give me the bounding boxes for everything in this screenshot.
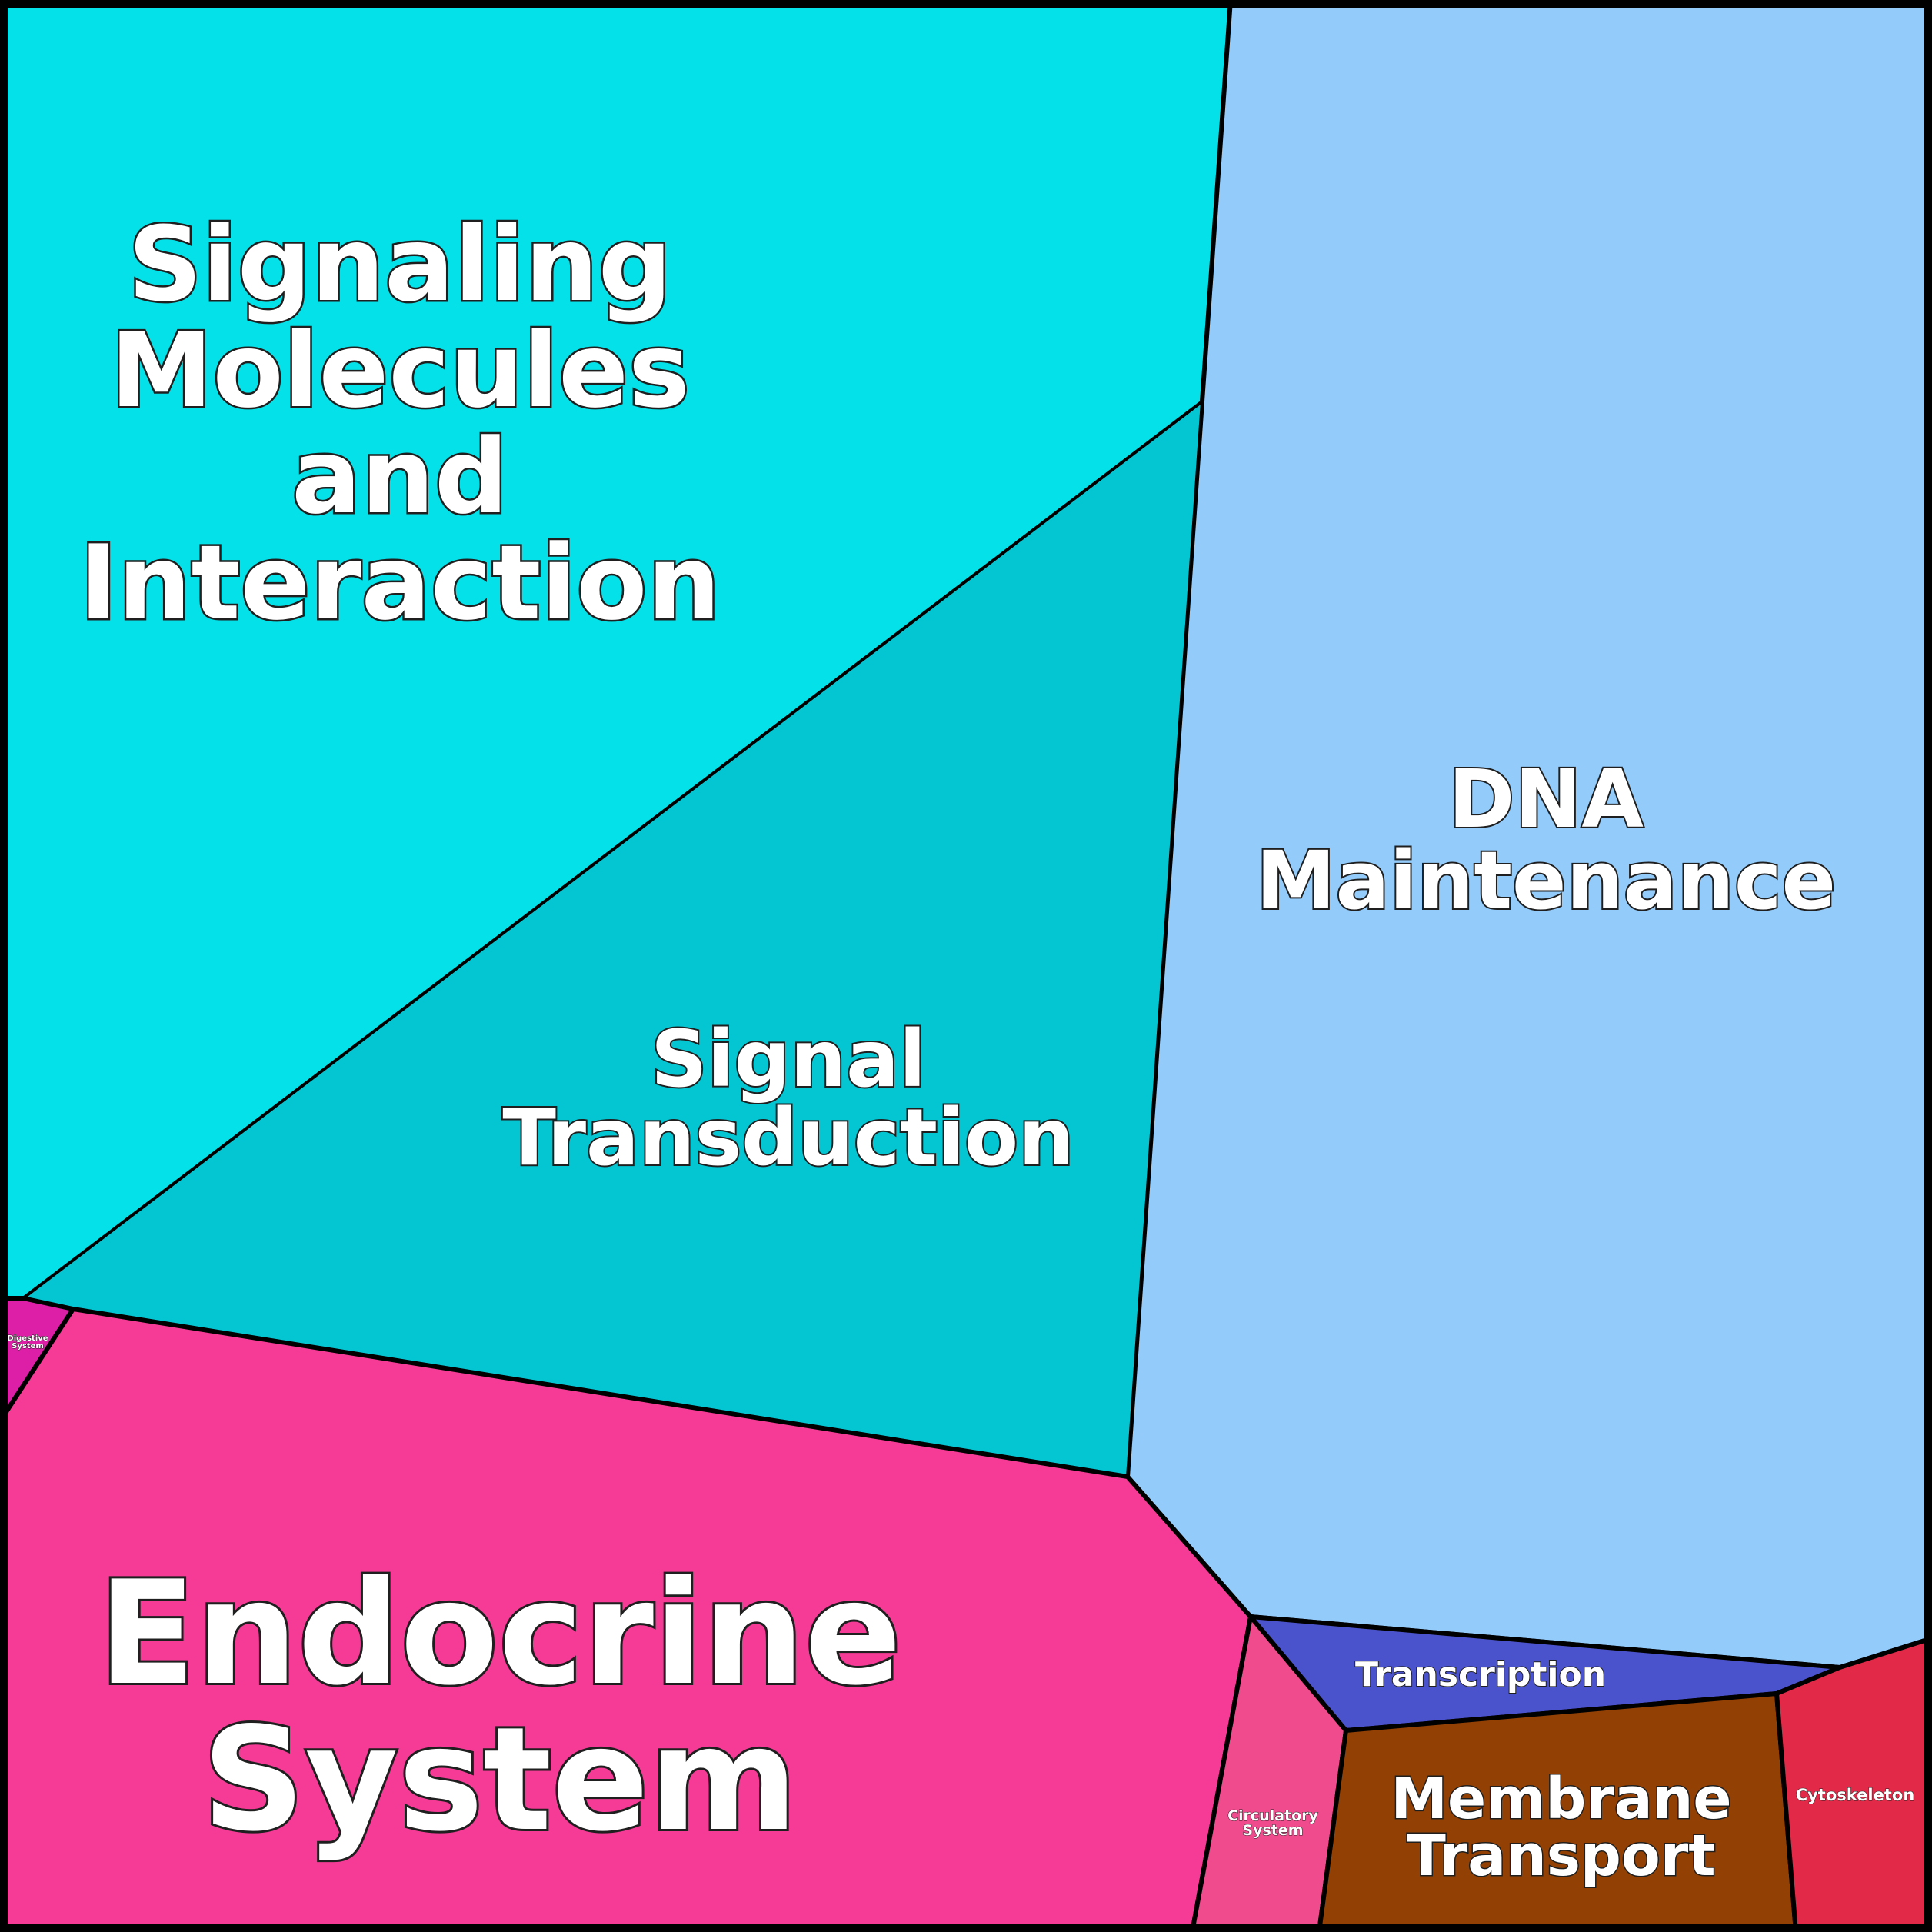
circulatory-system-cell bbox=[1190, 1614, 1348, 1932]
endocrine-system-cell bbox=[0, 1307, 1253, 1932]
label-line: Maintenance bbox=[1256, 834, 1836, 928]
label-line: Transduction bbox=[502, 1092, 1074, 1184]
label-line: Molecules bbox=[110, 311, 690, 431]
label-line: Signaling bbox=[128, 205, 671, 325]
label-line: Signal bbox=[651, 1014, 926, 1105]
digestive-system-cell bbox=[0, 1296, 75, 1424]
label-line: and bbox=[291, 417, 508, 537]
label-line: System bbox=[1242, 1822, 1303, 1839]
label-line: Membrane bbox=[1391, 1766, 1731, 1832]
label-line: DNA bbox=[1448, 752, 1644, 846]
cytoskeleton-label: Cytoskeleton bbox=[1796, 1786, 1915, 1804]
label-line: System bbox=[12, 1342, 44, 1351]
transcription-label: Transcription bbox=[1355, 1655, 1606, 1694]
label-line: System bbox=[202, 1696, 798, 1863]
label-line: Endocrine bbox=[98, 1550, 902, 1717]
cytoskeleton-cell bbox=[1774, 1636, 1932, 1932]
label-line: Transcription bbox=[1355, 1655, 1606, 1694]
membrane-transport-cell bbox=[1317, 1691, 1798, 1932]
label-line: Transport bbox=[1407, 1823, 1715, 1889]
label-line: Digestive bbox=[7, 1334, 48, 1343]
label-line: Cytoskeleton bbox=[1796, 1786, 1915, 1804]
label-line: Interaction bbox=[79, 523, 721, 643]
label-line: Circulatory bbox=[1227, 1807, 1318, 1824]
